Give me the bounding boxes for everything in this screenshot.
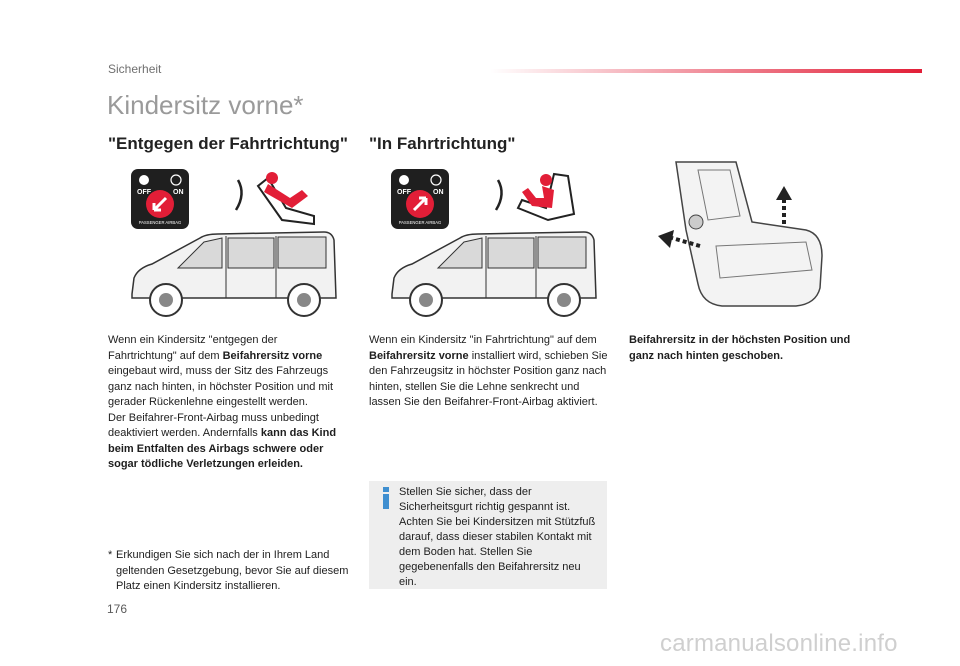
forward-child-seat-icon (494, 172, 576, 222)
heading-forward-facing: "In Fahrtrichtung" (369, 134, 516, 153)
text-forward-facing: Wenn ein Kindersitz "in Fahrtrichtung" a… (369, 334, 608, 408)
info-text: Stellen Sie sicher, dass der Sicherheits… (399, 486, 596, 588)
page-number: 176 (107, 602, 128, 616)
footnote-marker: * (108, 549, 113, 561)
passenger-seat-illustration (658, 161, 823, 307)
van-illustration (391, 231, 597, 317)
footnote: * Erkundigen Sie sich nach der in Ihrem … (108, 548, 358, 595)
airbag-label-icon: OFF ON PASSENGER AIRBAG (391, 169, 449, 229)
airbag-off-text: OFF (397, 189, 412, 196)
section-label: Sicherheit (108, 62, 162, 76)
page-title: Kindersitz vorne* (107, 90, 304, 120)
rearward-child-seat-icon (234, 172, 315, 226)
text-rearward-facing: Wenn ein Kindersitz "entgegen der Fahrtr… (108, 334, 337, 470)
airbag-label-icon: OFF ON PASSENGER AIRBAG (131, 169, 189, 229)
heading-rearward-facing: "Entgegen der Fahrtrichtung" (108, 134, 348, 153)
van-illustration (131, 231, 337, 317)
airbag-off-text: OFF (137, 189, 152, 196)
airbag-passenger-text: PASSENGER AIRBAG (399, 220, 442, 225)
footnote-text: Erkundigen Sie sich nach der in Ihrem La… (116, 549, 349, 592)
seat-caption: Beifahrersitz in der höchsten Position u… (629, 334, 851, 362)
info-box: Stellen Sie sicher, dass der Sicherheits… (369, 481, 607, 589)
airbag-on-text: ON (173, 189, 184, 196)
airbag-on-text: ON (433, 189, 444, 196)
info-icon (383, 487, 389, 509)
watermark: carmanualsonline.info (660, 630, 898, 657)
airbag-passenger-text: PASSENGER AIRBAG (139, 220, 182, 225)
header-accent-rule (490, 69, 922, 73)
